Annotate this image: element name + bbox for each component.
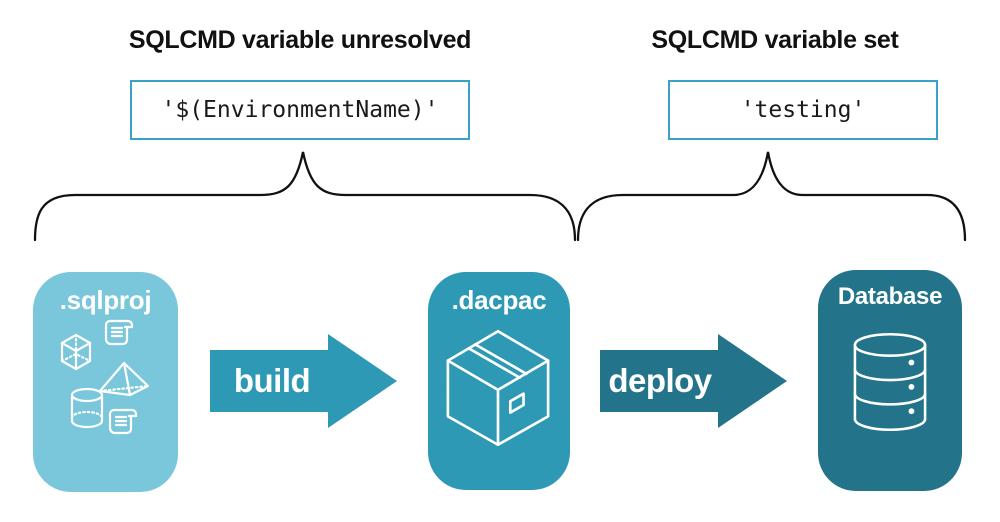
deploy-arrow-label: deploy bbox=[608, 362, 712, 399]
heading-sqlcmd-set: SQLCMD variable set bbox=[651, 26, 899, 54]
scroll-icon bbox=[108, 408, 138, 435]
node-database-label: Database bbox=[837, 283, 943, 310]
right-curly-brace bbox=[576, 151, 967, 242]
node-sqlproj: .sqlproj bbox=[33, 272, 178, 492]
database-icon bbox=[853, 332, 927, 431]
sql-objects-icon-cluster bbox=[60, 319, 150, 435]
deploy-arrow bbox=[600, 334, 787, 428]
package-icon bbox=[446, 329, 550, 447]
heading-sqlcmd-unresolved: SQLCMD variable unresolved bbox=[128, 26, 472, 54]
node-dacpac: .dacpac bbox=[428, 272, 570, 490]
code-box-testing-value: 'testing' bbox=[668, 80, 938, 140]
cylinder-icon bbox=[70, 387, 104, 429]
code-box-environment-variable: '$(EnvironmentName)' bbox=[130, 80, 470, 140]
pyramid-icon bbox=[98, 361, 150, 397]
left-curly-brace bbox=[33, 151, 577, 242]
code-environment-variable: '$(EnvironmentName)' bbox=[161, 97, 439, 123]
node-dacpac-label: .dacpac bbox=[451, 285, 547, 315]
cube-icon bbox=[60, 333, 92, 371]
code-testing-value: 'testing' bbox=[740, 97, 866, 123]
build-arrow bbox=[210, 334, 397, 428]
scroll-icon bbox=[104, 319, 134, 346]
node-sqlproj-label: .sqlproj bbox=[59, 285, 152, 315]
node-database: Database bbox=[818, 270, 962, 491]
build-arrow-label: build bbox=[233, 362, 311, 399]
